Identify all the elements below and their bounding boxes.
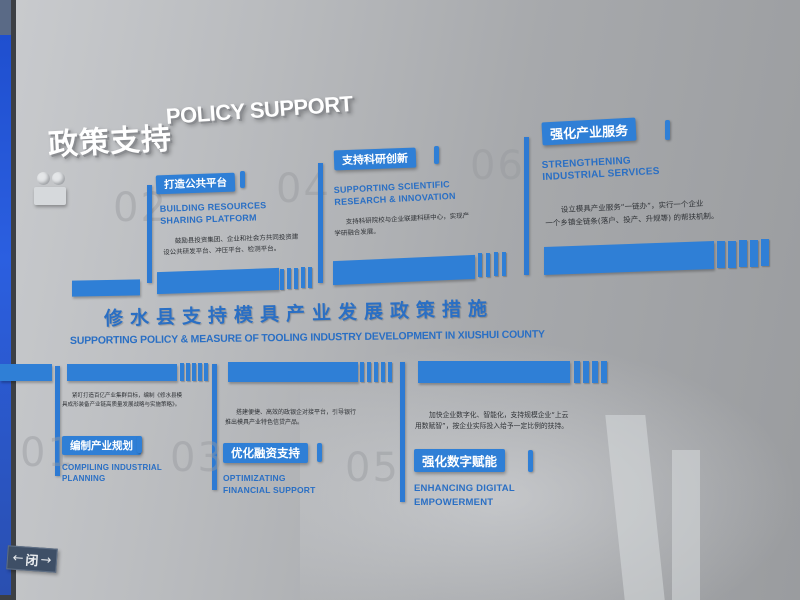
tag-tab [137,436,142,453]
decor-stripe [287,268,291,289]
section-body: 鼓励县投资集团、企业和社会方共同投资建 设公共研发平台、冲压平台、检测平台。 [163,232,299,257]
decor-stripe [280,269,284,290]
decor-bar [72,279,140,297]
decor-stripe [308,267,312,288]
decor-bar [418,361,570,383]
tag-industrial-services: 强化产业服务 [541,117,637,146]
wall-fixture [605,415,665,600]
divider-bar [147,185,152,283]
section-body: 加快企业数字化、智能化，支持规模企业“上云 用数赋智”，按企业实际投入给予一定比… [415,411,569,430]
decor-stripe [592,361,598,383]
decor-bar [544,241,714,275]
emergency-light-icon [34,172,74,216]
section-heading-en: OPTIMIZATING FINANCIAL SUPPORT [223,473,316,495]
decor-stripe [601,361,607,383]
decor-stripe [180,363,184,381]
section-body: 设立模具产业服务“一链办”，实行一个企业 一个乡镇全链条(落户、投产、升规等) … [545,198,719,228]
tag-scientific-research: 支持科研创新 [333,147,417,171]
tag-financial-support: 优化融资支持 [223,443,308,463]
wall-fixture [672,450,700,600]
decor-stripe [374,362,378,382]
decor-stripe [583,361,589,383]
decor-stripe [739,240,747,267]
decor-stripe [761,239,769,266]
decor-bar [333,254,475,286]
section-heading-en: STRENGTHENING INDUSTRIAL SERVICES [541,155,660,184]
window-top-pane [0,0,11,35]
section-heading-en: SUPPORTING SCIENTIFIC RESEARCH & INNOVAT… [333,179,456,208]
section-number-06: 06 [470,143,525,189]
decor-stripe [192,363,196,381]
tag-tab [434,146,439,164]
decor-stripe [717,241,725,268]
main-title-en: SUPPORTING POLICY & MEASURE OF TOOLING I… [69,328,545,347]
arrow-right-icon: → [39,552,52,568]
decor-bar [157,267,279,295]
divider-bar [400,362,405,502]
section-number-03: 03 [170,435,225,481]
section-body: 支持科研院校与企业联建科研中心，实现产 学研融合发展。 [334,211,470,238]
arrow-left-icon: ← [12,550,25,566]
decor-stripe [502,252,506,276]
section-heading-en: BUILDING RESOURCES SHARING PLATFORM [159,200,267,226]
decor-stripe [750,240,758,267]
decor-stripe [204,363,208,381]
divider-bar [318,163,323,283]
window-glass [0,35,11,595]
decor-stripe [478,253,482,277]
decor-stripe [388,362,392,382]
tag-tab [240,171,245,188]
decor-stripe [381,362,385,382]
tag-compiling-planning: 编制产业规划 [62,436,141,455]
tag-tab [528,450,533,472]
section-heading-en: ENHANCING DIGITAL EMPOWERMENT [414,483,515,508]
exit-sign: ← 闭 → [6,545,58,573]
section-body: 搭建便捷、高效的政银企对接平台，引导银行 推出模具产业特色信贷产品。 [225,409,357,426]
header-title-en: POLICY SUPPORT [165,90,354,129]
decor-stripe [574,361,580,383]
divider-bar [524,137,529,275]
divider-bar [212,364,217,490]
divider-bar [55,366,60,476]
decor-stripe [294,268,298,289]
decor-stripe [186,363,190,381]
header-title-cn: 政策支持 [47,121,173,163]
decor-stripe [198,363,202,381]
decor-stripe [360,362,364,382]
section-number-05: 05 [345,445,400,491]
tag-tab [665,120,670,140]
decor-stripe [486,253,490,277]
tag-building-platform: 打造公共平台 [155,172,236,195]
decor-stripe [728,241,736,268]
tag-digital-empowerment: 强化数字赋能 [414,449,506,472]
tag-tab [317,443,322,462]
main-title-cn: 修水县支持模具产业发展政策措施 [103,297,495,330]
section-body: 紧盯打造百亿产业集群目标，编制《修水县模 具成形装备产业链高质量发展战略与实施策… [62,393,183,408]
section-heading-en: COMPILING INDUSTRIAL PLANNING [62,463,162,483]
decor-bar [0,364,52,381]
decor-bar [67,364,177,381]
decor-stripe [494,252,498,276]
decor-stripe [367,362,371,382]
decor-bar [228,362,358,382]
exit-sign-label: 闭 [24,553,39,569]
decor-stripe [301,267,305,288]
